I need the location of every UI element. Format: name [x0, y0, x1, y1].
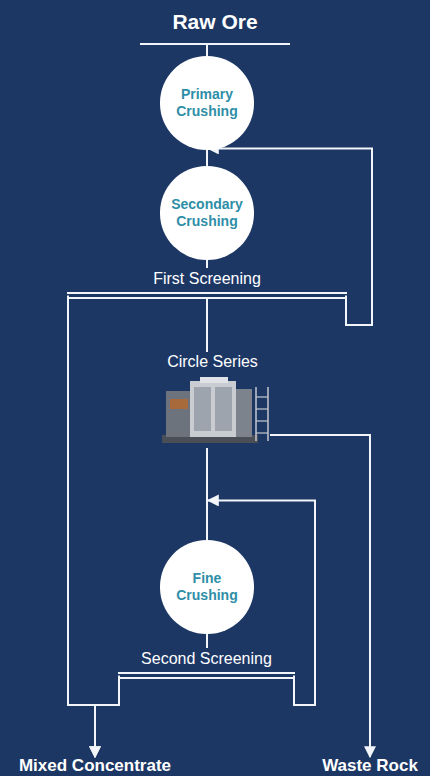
product-output: Mixed Concentrate	[19, 757, 171, 775]
process-text: Secondary Crushing	[169, 196, 245, 230]
flow-line	[206, 45, 208, 56]
crushing-circle: Fine Crushing	[160, 540, 253, 633]
flow-line	[270, 435, 370, 757]
product-output: Waste Rock	[322, 757, 418, 775]
machine-rung	[256, 396, 268, 397]
feed-label: Raw Ore	[140, 6, 290, 45]
machine-text: Circle Series	[155, 352, 270, 372]
machine-illustration	[160, 377, 272, 447]
feed-text: Raw Ore	[140, 6, 290, 38]
process-text: Primary Crushing	[169, 86, 245, 120]
crushing-circle: Secondary Crushing	[160, 166, 253, 259]
machine-node: Circle Series	[155, 352, 270, 448]
screen-deck	[118, 672, 295, 679]
machine-cabinet	[190, 381, 236, 437]
flow-line	[206, 260, 208, 268]
flow-line	[206, 448, 208, 540]
flow-line	[206, 634, 208, 648]
output-text: Waste Rock	[322, 757, 418, 775]
machine-side	[166, 391, 192, 437]
screening-bar: First Screening	[67, 268, 347, 299]
screen-text: Second Screening	[118, 648, 295, 670]
flow-line	[68, 296, 95, 758]
machine-rung	[256, 420, 268, 421]
screen-text: First Screening	[67, 268, 347, 290]
flow-line	[206, 299, 208, 352]
flow-line	[206, 150, 208, 167]
machine-top	[200, 377, 228, 383]
crushing-circle: Primary Crushing	[160, 56, 253, 149]
machine-panel	[215, 387, 232, 431]
machine-hopper	[170, 399, 188, 409]
machine-side	[236, 389, 252, 437]
process-text: Fine Crushing	[169, 570, 245, 604]
machine-rung	[256, 408, 268, 409]
screening-bar: Second Screening	[118, 648, 295, 679]
output-text: Mixed Concentrate	[19, 757, 171, 775]
screen-deck	[67, 292, 347, 299]
machine-panel	[194, 387, 211, 431]
flow-line	[95, 676, 119, 758]
machine-rung	[256, 432, 268, 433]
